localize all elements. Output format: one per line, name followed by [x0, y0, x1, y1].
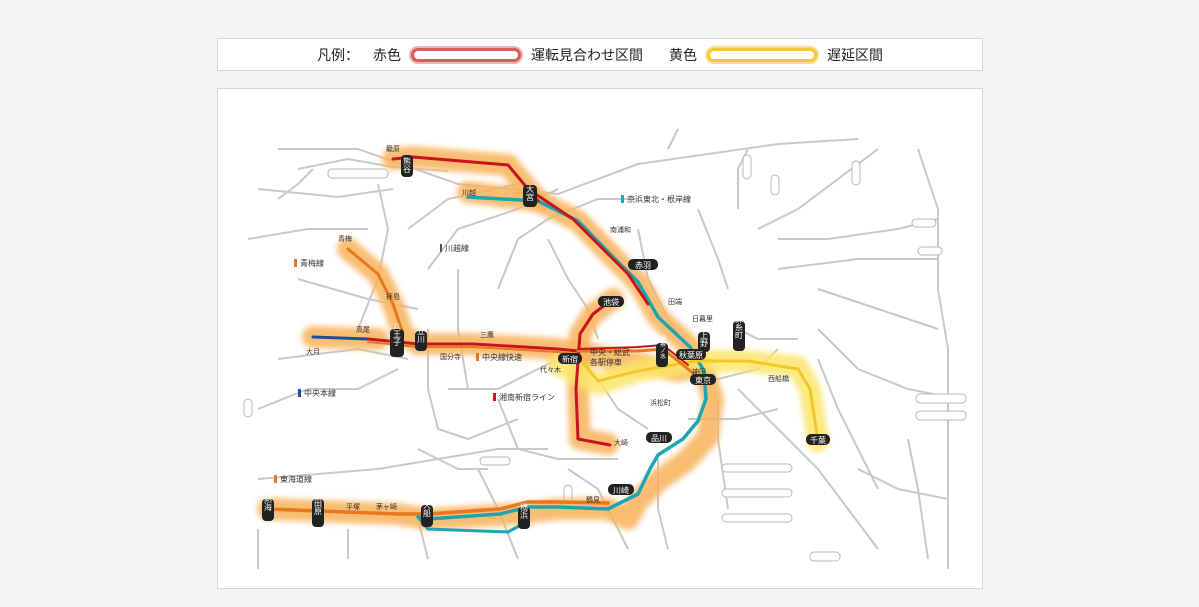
station-takao: 高尾: [356, 325, 370, 334]
station-akihabara: 秋葉原: [679, 350, 703, 360]
station-kumagaya-a: 熊谷: [403, 156, 412, 174]
station-shinagawa: 品川: [651, 434, 667, 443]
station-ofuna: 大船: [423, 500, 432, 518]
station-yokohama: 横浜: [520, 502, 529, 520]
station-ome: 青梅: [338, 234, 352, 243]
route-map-svg: 熊谷 大宮 赤羽 池袋 上野 錦糸町 八王子 立川 新宿 御茶ノ水 秋葉原 東京…: [243, 128, 967, 569]
station-yoyogi: 代々木: [540, 365, 561, 374]
station-ochanomizu: 御茶ノ水: [659, 334, 666, 359]
line-label-keihin: 京浜東北・根岸線: [627, 194, 691, 204]
station-kinshicho: 錦糸町: [735, 314, 744, 339]
station-haijima: 拝島: [386, 292, 400, 301]
station-kagohara: 籠原: [386, 144, 400, 153]
station-otsuki: 大月: [306, 347, 320, 356]
legend-prefix: 凡例：: [317, 47, 359, 64]
station-tachikawa: 立川: [417, 326, 426, 343]
legend-yellow-desc: 遅延区間: [827, 47, 883, 64]
station-omiya: 大宮: [526, 184, 535, 202]
line-label-chuo-sobu: 中央・総武 各駅停車: [590, 347, 633, 367]
station-hachioji: 八王子: [393, 322, 402, 346]
line-label-kawagoe: 川越線: [445, 243, 469, 253]
station-nishifunabashi: 西船橋: [768, 374, 789, 383]
line-label-ome: 青梅線: [300, 258, 324, 268]
station-kawasaki: 川崎: [613, 485, 629, 495]
legend-red-swatch: [411, 47, 521, 62]
line-label-chuo-main: 中央本線: [304, 388, 336, 398]
station-shinjuku: 新宿: [562, 354, 578, 364]
station-nippori: 日暮里: [692, 314, 713, 323]
station-minamiurawa: 南浦和: [610, 225, 631, 234]
legend-yellow-label: 黄色: [669, 47, 697, 64]
station-mitaka: 三鷹: [480, 330, 494, 339]
station-markers: [262, 155, 830, 529]
legend-red-label: 赤色: [373, 47, 401, 64]
station-kawagoe: 川越: [462, 188, 476, 197]
station-odawara: 小田原: [314, 491, 323, 515]
station-tokyo: 東京: [695, 375, 711, 385]
line-label-chuo-rapid: 中央線快速: [482, 352, 522, 362]
station-ikebukuro: 池袋: [603, 297, 619, 307]
station-ueno: 上野: [700, 331, 709, 347]
legend-bar: 凡例： 赤色 運転見合わせ区間 黄色 遅延区間: [217, 38, 983, 71]
station-tabata: 田端: [668, 297, 682, 306]
station-atami: 熱海: [264, 494, 273, 512]
station-chigasaki: 茅ヶ崎: [376, 502, 397, 511]
station-akabane: 赤羽: [635, 261, 651, 270]
station-hiratsuka: 平塚: [346, 502, 360, 511]
route-map: 熊谷 大宮 赤羽 池袋 上野 錦糸町 八王子 立川 新宿 御茶ノ水 秋葉原 東京…: [217, 88, 983, 589]
station-kokubunji: 国分寺: [440, 352, 461, 361]
line-label-shonan: 湘南新宿ライン: [499, 392, 555, 402]
station-tsurumi: 鶴見: [586, 495, 600, 504]
station-chiba: 千葉: [810, 435, 826, 445]
station-osaki: 大崎: [614, 438, 628, 447]
legend-red-desc: 運転見合わせ区間: [531, 47, 643, 64]
legend-yellow-swatch: [707, 47, 817, 62]
line-label-tokaido: 東海道線: [280, 474, 312, 484]
station-hamamatsucho: 浜松町: [650, 398, 671, 407]
station-kanda: 神田: [692, 367, 706, 376]
